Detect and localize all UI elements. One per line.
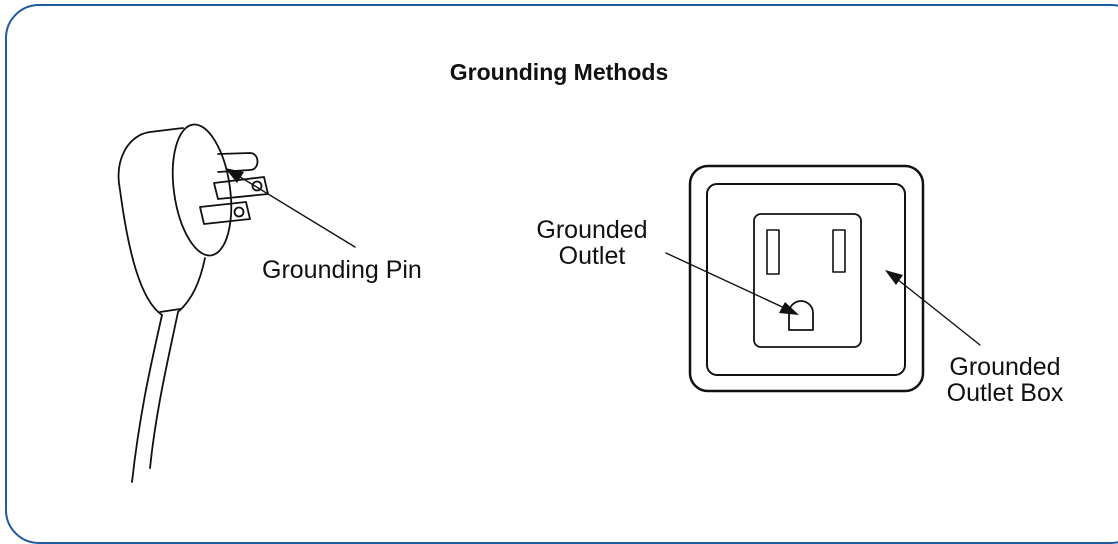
outlet-illustration <box>688 164 925 393</box>
plug-blade-lower <box>199 201 251 225</box>
plug-body <box>117 127 184 316</box>
plug-blade-upper <box>213 176 269 200</box>
outlet-faceplate <box>753 213 862 348</box>
plug-face <box>171 123 233 257</box>
blade-hole-lower <box>233 206 245 218</box>
box-leader-line <box>891 274 981 346</box>
grounding-pin <box>217 152 259 173</box>
plug-body-side <box>177 257 206 313</box>
outlet-box-inner <box>706 183 906 376</box>
grounded-outlet-label: Grounded Outlet <box>536 216 648 270</box>
pin-leader-line <box>231 171 356 248</box>
box-leader-arrowhead <box>885 270 903 285</box>
outlet-slot-right <box>832 229 846 273</box>
outlet-leader-line <box>665 252 792 312</box>
outlet-leader-arrowhead <box>779 302 799 315</box>
plug-strain-relief <box>159 308 181 313</box>
outlet-ground-hole <box>788 300 814 331</box>
plug-cord <box>131 314 163 483</box>
line-art <box>117 123 981 483</box>
blade-hole-upper <box>251 180 263 192</box>
diagram-title: Grounding Methods <box>449 59 669 85</box>
outlet-box-outer <box>688 164 925 393</box>
plug-illustration <box>117 123 269 483</box>
leader-lines <box>225 168 981 346</box>
plug-cord-edge <box>149 311 179 469</box>
pin-leader-arrowhead <box>225 168 244 183</box>
grounded-outlet-box-label: Grounded Outlet Box <box>946 353 1064 407</box>
grounding-pin-label: Grounding Pin <box>262 256 422 284</box>
outlet-slot-left <box>766 229 780 275</box>
